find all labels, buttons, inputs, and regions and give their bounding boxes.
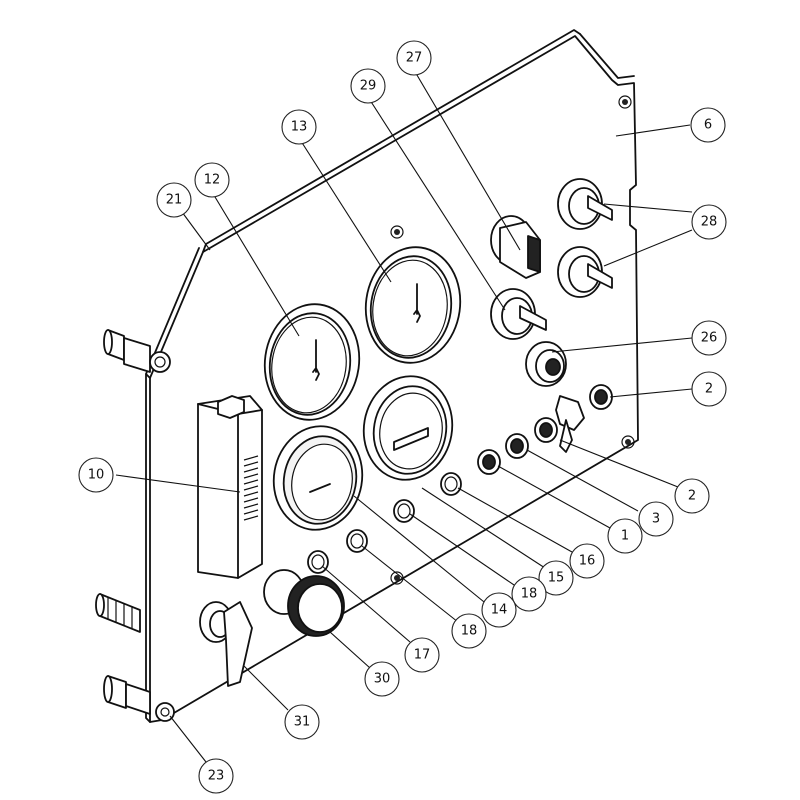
selector-switch-29 [490, 288, 547, 340]
callout-21: 21 [156, 182, 192, 218]
callout-18-upper: 18 [511, 576, 547, 612]
svg-text:10: 10 [88, 468, 105, 483]
svg-text:3: 3 [652, 512, 660, 527]
callout-18-lower: 18 [451, 613, 487, 649]
svg-text:6: 6 [704, 118, 712, 133]
callout-23: 23 [198, 758, 234, 794]
flowmeter-10 [197, 395, 263, 579]
callout-12: 12 [194, 162, 230, 198]
callout-13: 13 [281, 109, 317, 145]
gauge-14 [272, 425, 364, 531]
left-fitting-middle [95, 593, 141, 633]
svg-text:17: 17 [414, 648, 431, 663]
svg-text:27: 27 [406, 51, 423, 66]
callout-17: 17 [404, 637, 440, 673]
svg-text:18: 18 [461, 624, 478, 639]
callout-16: 16 [569, 543, 605, 579]
callout-31: 31 [284, 704, 320, 740]
callout-2-upper: 2 [691, 371, 727, 407]
indicator-light-2-lower [534, 417, 558, 443]
svg-text:2: 2 [688, 489, 696, 504]
selector-switch-28-lower [557, 246, 613, 298]
gauge-15 [362, 375, 454, 481]
svg-text:18: 18 [521, 587, 538, 602]
svg-text:30: 30 [374, 672, 391, 687]
callout-28: 28 [691, 204, 727, 240]
callout-30: 30 [364, 661, 400, 697]
svg-text:23: 23 [208, 769, 225, 784]
svg-text:13: 13 [291, 120, 308, 135]
gauge-12 [263, 303, 361, 421]
leader-lines [115, 69, 693, 763]
svg-text:28: 28 [701, 215, 718, 230]
callout-2-lower: 2 [674, 478, 710, 514]
svg-text:16: 16 [579, 554, 596, 569]
ring-17 [307, 550, 329, 574]
indicator-light-1 [477, 449, 501, 475]
svg-text:1: 1 [621, 529, 629, 544]
knob-30 [263, 569, 345, 637]
svg-text:2: 2 [705, 382, 713, 397]
callout-29: 29 [350, 68, 386, 104]
selector-switch-28-upper [557, 178, 613, 230]
ring-16 [440, 472, 462, 496]
svg-text:26: 26 [701, 331, 718, 346]
valve-31 [199, 601, 253, 687]
key-switch-26 [525, 341, 585, 453]
indicator-light-3 [505, 433, 529, 459]
callout-27: 27 [396, 40, 432, 76]
svg-text:15: 15 [548, 571, 565, 586]
ring-18-upper [393, 499, 415, 523]
left-fitting-top [103, 329, 171, 373]
svg-text:14: 14 [491, 603, 508, 618]
callout-6: 6 [690, 107, 726, 143]
svg-text:21: 21 [166, 193, 183, 208]
svg-text:29: 29 [360, 79, 377, 94]
callout-1: 1 [607, 518, 643, 554]
left-fitting-bottom [103, 675, 175, 722]
ring-18-lower [346, 529, 368, 553]
callout-15: 15 [538, 560, 574, 596]
callout-10: 10 [78, 457, 114, 493]
svg-text:31: 31 [294, 715, 311, 730]
indicator-light-2-upper [589, 384, 613, 410]
svg-text:12: 12 [204, 173, 221, 188]
callout-3: 3 [638, 501, 674, 537]
callout-26: 26 [691, 320, 727, 356]
callout-14: 14 [481, 592, 517, 628]
